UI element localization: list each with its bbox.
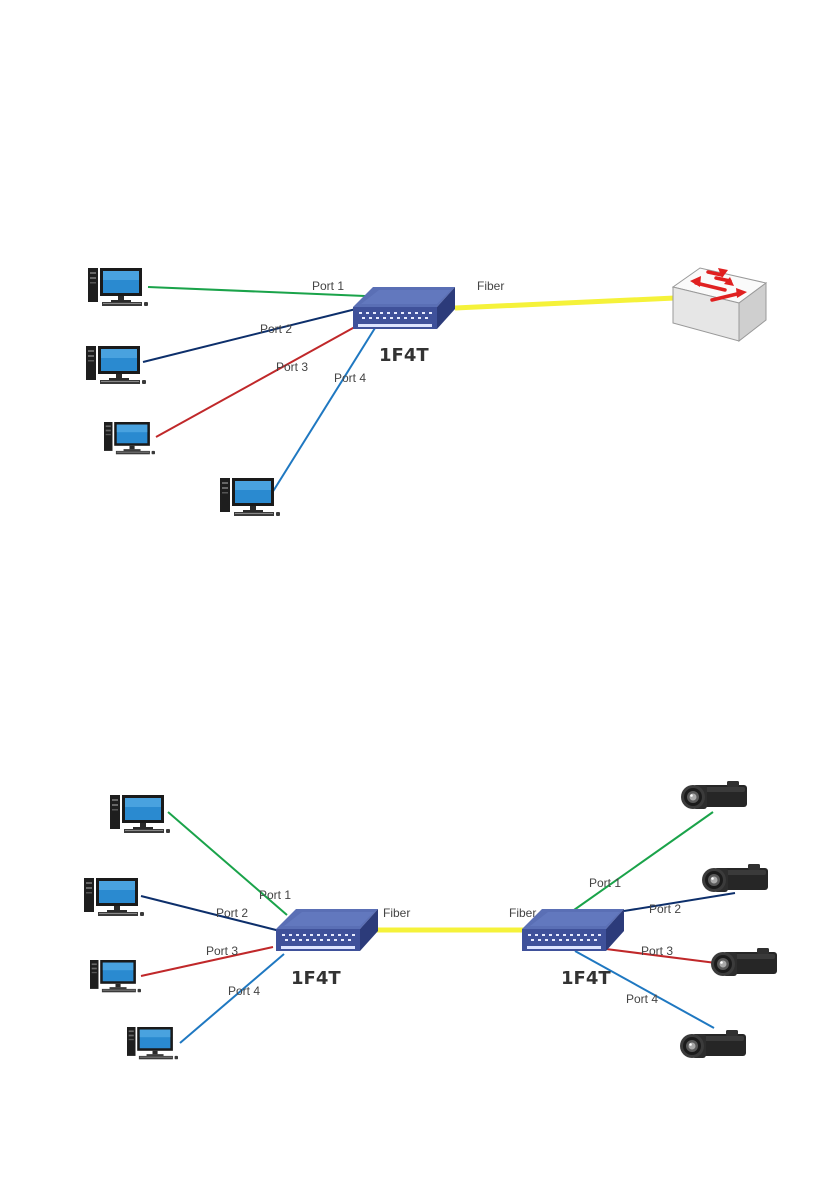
left-port4-link (180, 954, 284, 1043)
port4-link (272, 328, 375, 493)
left-port2-label: Port 2 (216, 906, 248, 920)
left-port3-label: Port 3 (206, 944, 238, 958)
computer-icon (104, 422, 155, 454)
computer-icon (110, 795, 170, 833)
port2-link (143, 308, 360, 362)
port2-label: Port 2 (260, 322, 292, 336)
media-converter-right-icon (522, 909, 624, 951)
left-device-label: 1F4T (291, 968, 341, 989)
right-port3-label: Port 3 (641, 944, 673, 958)
right-device-label: 1F4T (561, 968, 611, 989)
camcorder-icon (711, 948, 777, 976)
device-label: 1F4T (379, 345, 429, 366)
media-converter-left-icon (276, 909, 378, 951)
fiber-link (455, 298, 675, 308)
computer-icon (127, 1027, 178, 1059)
camcorder-icon (681, 781, 747, 809)
diagram-1: Port 1 Port 2 Port 3 Port 4 Fiber 1F4T (86, 268, 766, 516)
port3-link (156, 323, 362, 437)
media-converter-icon (353, 287, 455, 329)
right-port1-label: Port 1 (589, 876, 621, 890)
right-port2-label: Port 2 (649, 902, 681, 916)
computer-icon (220, 478, 280, 516)
port4-label: Port 4 (334, 371, 366, 385)
port3-label: Port 3 (276, 360, 308, 374)
left-port1-label: Port 1 (259, 888, 291, 902)
right-port4-link (575, 951, 714, 1028)
port1-label: Port 1 (312, 279, 344, 293)
diagram-2: Port 1 Port 2 Port 3 Port 4 Fiber Fiber … (84, 781, 777, 1059)
right-port4-label: Port 4 (626, 992, 658, 1006)
camcorder-icon (680, 1030, 746, 1058)
fiber-label: Fiber (477, 279, 504, 293)
camcorder-icon (702, 864, 768, 892)
computer-icon (90, 960, 141, 992)
core-switch-icon (673, 268, 766, 341)
left-port4-label: Port 4 (228, 984, 260, 998)
right-port1-link (574, 812, 713, 910)
computer-icon (86, 346, 146, 384)
left-fiber-label: Fiber (383, 906, 410, 920)
right-fiber-label: Fiber (509, 906, 536, 920)
computer-icon (88, 268, 148, 306)
computer-icon (84, 878, 144, 916)
